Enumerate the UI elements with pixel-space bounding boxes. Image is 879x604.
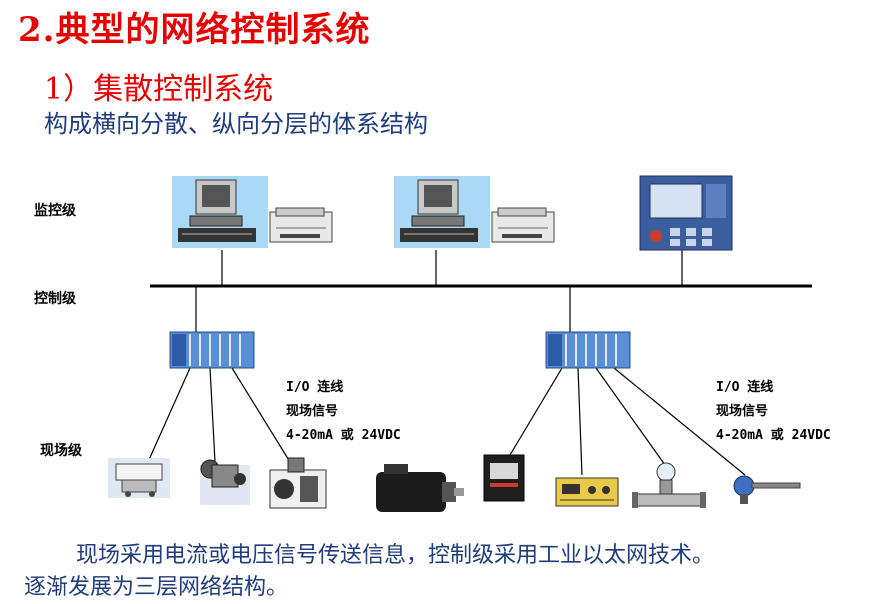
sensor-icon: [733, 475, 801, 504]
valve-icon: [269, 457, 327, 509]
io-note-left-line3: 4-20mA 或 24VDC: [286, 428, 401, 443]
io-note-left-line1: I/O 连线: [286, 380, 344, 395]
footer-line1: 现场采用电流或电压信号传送信息，控制级采用工业以太网技术。: [76, 543, 715, 568]
io-note-right-line2: 现场信号: [716, 404, 769, 419]
wire-plc2-2: [577, 367, 583, 476]
valve-icon: [200, 459, 250, 505]
io-note-left: I/O 连线 现场信号 4-20mA 或 24VDC: [286, 376, 401, 448]
io-note-right-line1: I/O 连线: [716, 380, 774, 395]
section-subtitle: 1）集散控制系统: [44, 72, 274, 107]
level-label-supervisory: 监控级: [34, 203, 76, 219]
drive-icon: [483, 454, 525, 502]
motor-icon: [376, 464, 464, 512]
wire-plc1-2: [209, 367, 216, 463]
network-lines: [147, 250, 812, 476]
plc-rack-icon: [169, 331, 255, 369]
section-description: 构成横向分散、纵向分层的体系结构: [44, 110, 428, 138]
computer-icon: [394, 176, 490, 248]
computer-icon: [172, 176, 268, 248]
level-label-field: 现场级: [40, 443, 82, 459]
wire-plc2-3: [595, 367, 666, 466]
plc-rack-icon: [545, 331, 631, 369]
printer-icon: [269, 207, 333, 243]
wire-plc1-3: [231, 367, 291, 463]
io-note-left-line2: 现场信号: [286, 404, 339, 419]
actuator-icon: [108, 458, 170, 498]
wire-plc1-1: [147, 367, 191, 463]
io-note-right-line3: 4-20mA 或 24VDC: [716, 428, 831, 443]
io-note-right: I/O 连线 现场信号 4-20mA 或 24VDC: [716, 376, 831, 448]
level-label-control: 控制级: [34, 291, 76, 307]
flowmeter-icon: [632, 462, 706, 508]
footer-line2: 逐渐发展为三层网络结构。: [24, 575, 289, 600]
operator-panel-icon: [639, 175, 733, 251]
footer-text: 现场采用电流或电压信号传送信息，控制级采用工业以太网技术。 逐渐发展为三层网络结…: [24, 540, 874, 604]
wire-plc2-1: [509, 367, 563, 456]
page-title: 2.典型的网络控制系统: [18, 10, 371, 50]
printer-icon: [491, 207, 555, 243]
instrument-icon: [555, 477, 619, 507]
wire-plc2-4: [613, 367, 746, 476]
